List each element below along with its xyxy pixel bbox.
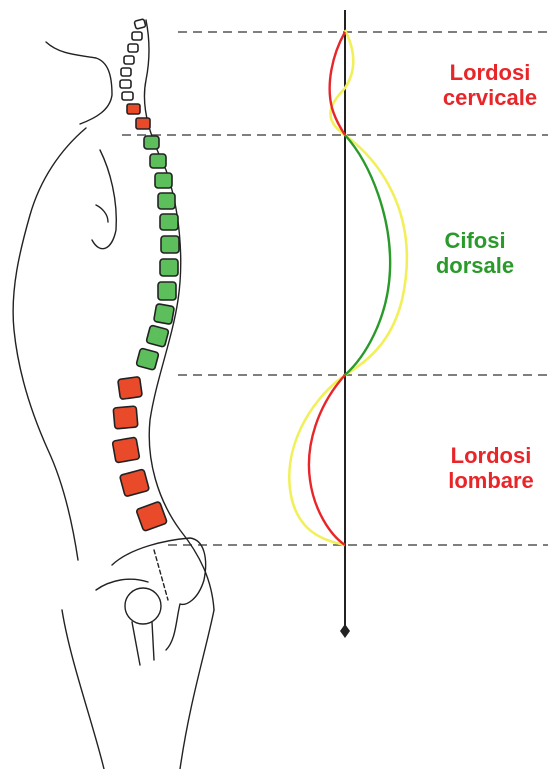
vertebra-cervical bbox=[124, 56, 134, 64]
label-lumbar-line2: lombare bbox=[416, 468, 551, 493]
sacrum-dashed bbox=[154, 550, 168, 600]
body-outline bbox=[13, 20, 214, 769]
vertebra-thoracic bbox=[136, 348, 159, 370]
vertebra-thoracic bbox=[150, 154, 166, 168]
vertebra-cervical-red bbox=[127, 104, 140, 114]
chest-outline bbox=[13, 128, 86, 560]
vertebra-cervical bbox=[132, 32, 142, 40]
leg-front-outline bbox=[62, 610, 104, 769]
neck-front-outline bbox=[46, 42, 112, 124]
vertebra-cervical bbox=[128, 44, 138, 52]
vertebra-lumbar bbox=[118, 377, 143, 400]
vertebra-cervical bbox=[122, 92, 133, 100]
label-dorsal-line2: dorsale bbox=[400, 253, 550, 278]
axis-arrow-icon bbox=[340, 624, 350, 638]
label-lumbar-line1: Lordosi bbox=[416, 443, 551, 468]
vertebrae bbox=[112, 19, 179, 532]
vertebra-thoracic bbox=[154, 304, 175, 325]
label-dorsal-line1: Cifosi bbox=[400, 228, 550, 253]
vertebra-thoracic bbox=[160, 259, 178, 276]
label-cervical-line1: Lordosi bbox=[415, 60, 551, 85]
vertebra-cervical-red bbox=[136, 118, 150, 129]
label-cervical-lordosis: Lordosi cervicale bbox=[415, 60, 551, 110]
vertebra-cervical bbox=[120, 80, 131, 88]
dorsal-kyphosis-curve bbox=[345, 135, 390, 375]
vertebra-thoracic bbox=[144, 136, 159, 149]
vertebra-lumbar bbox=[120, 469, 150, 497]
vertebra-cervical bbox=[121, 68, 131, 76]
arm-inner-outline bbox=[96, 205, 108, 222]
label-lumbar-lordosis: Lordosi lombare bbox=[416, 443, 551, 493]
lumbar-lordosis-curve bbox=[309, 375, 345, 545]
vertebra-thoracic bbox=[158, 282, 176, 300]
vertebra-thoracic bbox=[155, 173, 172, 188]
vertebra-thoracic bbox=[146, 325, 169, 347]
vertebra-thoracic bbox=[161, 236, 179, 253]
vertebra-lumbar bbox=[136, 501, 167, 531]
label-cervical-line2: cervicale bbox=[415, 85, 551, 110]
vertebra-cervical bbox=[134, 19, 146, 29]
vertebra-lumbar bbox=[112, 437, 139, 463]
arm-outline bbox=[92, 150, 116, 249]
vertebra-thoracic bbox=[158, 193, 175, 209]
femur-head bbox=[125, 588, 161, 624]
label-dorsal-kyphosis: Cifosi dorsale bbox=[400, 228, 550, 278]
vertebra-thoracic bbox=[160, 214, 178, 230]
pelvis-outline bbox=[112, 538, 206, 650]
leg-back-outline bbox=[180, 610, 214, 769]
vertebra-lumbar bbox=[113, 406, 138, 429]
femur-shaft bbox=[132, 622, 154, 665]
